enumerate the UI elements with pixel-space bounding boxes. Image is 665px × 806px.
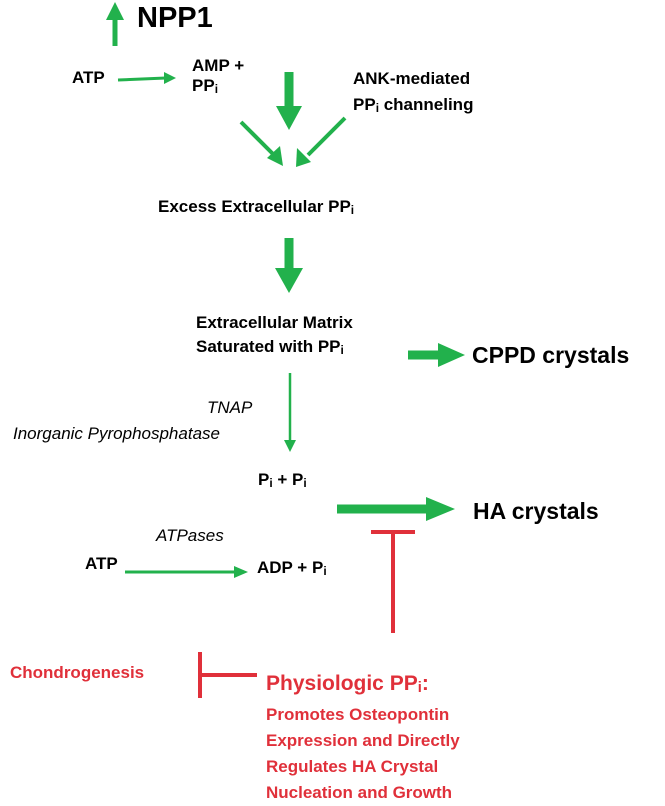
ank-ppi-subscript: i (375, 101, 379, 115)
ank-converge-arrow (296, 116, 347, 167)
ecm-to-pi-arrow (284, 373, 296, 452)
excess-to-ecm-arrow (275, 238, 303, 293)
inorganic-pyrophosphatase-label: Inorganic Pyrophosphatase (13, 424, 220, 443)
description-line: Regulates HA Crystal (266, 757, 439, 776)
pi-left-text: P (258, 470, 270, 489)
ank-label: ANK-mediated PPi channeling (353, 66, 473, 121)
atp-bottom-label: ATP (85, 554, 118, 573)
physiologic-ppi-subscript: i (417, 680, 422, 696)
adp-pi-subscript: i (323, 564, 327, 578)
atpases-label: ATPases (156, 526, 224, 545)
atp-to-adp-arrow (125, 566, 248, 578)
npp1-up-arrow (106, 2, 124, 46)
pi-left-subscript: i (269, 476, 273, 490)
tnap-label: TNAP (207, 398, 253, 417)
ecm-to-cppd-arrow (408, 343, 465, 367)
atp-to-amp-arrow (117, 72, 176, 84)
cppd-crystals-label: CPPD crystals (472, 342, 630, 368)
description-line: Expression and Directly (266, 731, 460, 750)
ppi-converge-arrow (239, 120, 283, 166)
pi-plus-text: + P (272, 470, 304, 489)
ank-rest-text: channeling (379, 95, 474, 114)
excess-ppi-subscript: i (350, 203, 355, 217)
physiologic-ppi-label: Physiologic PPi: (266, 672, 429, 696)
excess-text: Excess Extracellular PP (158, 197, 351, 216)
pi-right-subscript: i (303, 476, 307, 490)
ecm-line2: Saturated with PP (196, 337, 341, 356)
amp-pp-text: PP (192, 76, 215, 95)
adp-text: ADP + P (257, 558, 324, 577)
amp-ppi: PPi (192, 76, 218, 96)
excess-ppi-label: Excess Extracellular PPi (158, 197, 354, 217)
ha-inhibition-bar (371, 530, 415, 633)
pi-plus-pi-label: Pi + Pi (258, 470, 307, 490)
description-line: Promotes Osteopontin (266, 705, 450, 724)
adp-pi-label: ADP + Pi (257, 558, 327, 578)
physiologic-ppi-description: Promotes Osteopontin Expression and Dire… (266, 702, 460, 806)
pi-to-ha-arrow (337, 497, 455, 521)
amp-label: AMP + PPi (192, 56, 244, 96)
description-line: Nucleation and Growth (266, 783, 453, 802)
atp-top-label: ATP (72, 68, 105, 87)
ecm-ppi-subscript: i (340, 343, 344, 357)
amp-ppi-subscript: i (214, 82, 218, 96)
ank-pp-text: PP (353, 95, 376, 114)
amp-down-arrow (276, 72, 302, 130)
amp-line1: AMP + (192, 56, 245, 75)
npp1-label: NPP1 (137, 2, 213, 34)
ecm-line1: Extracellular Matrix (196, 313, 353, 332)
physiologic-text: Physiologic PP (266, 672, 418, 695)
physiologic-colon: : (421, 672, 429, 695)
ank-line1: ANK-mediated (353, 69, 471, 88)
chondrogenesis-label: Chondrogenesis (10, 663, 145, 682)
chondrogenesis-inhibition-bar (198, 652, 257, 698)
ha-crystals-label: HA crystals (473, 498, 599, 524)
ecm-label: Extracellular Matrix Saturated with PPi (196, 311, 353, 362)
